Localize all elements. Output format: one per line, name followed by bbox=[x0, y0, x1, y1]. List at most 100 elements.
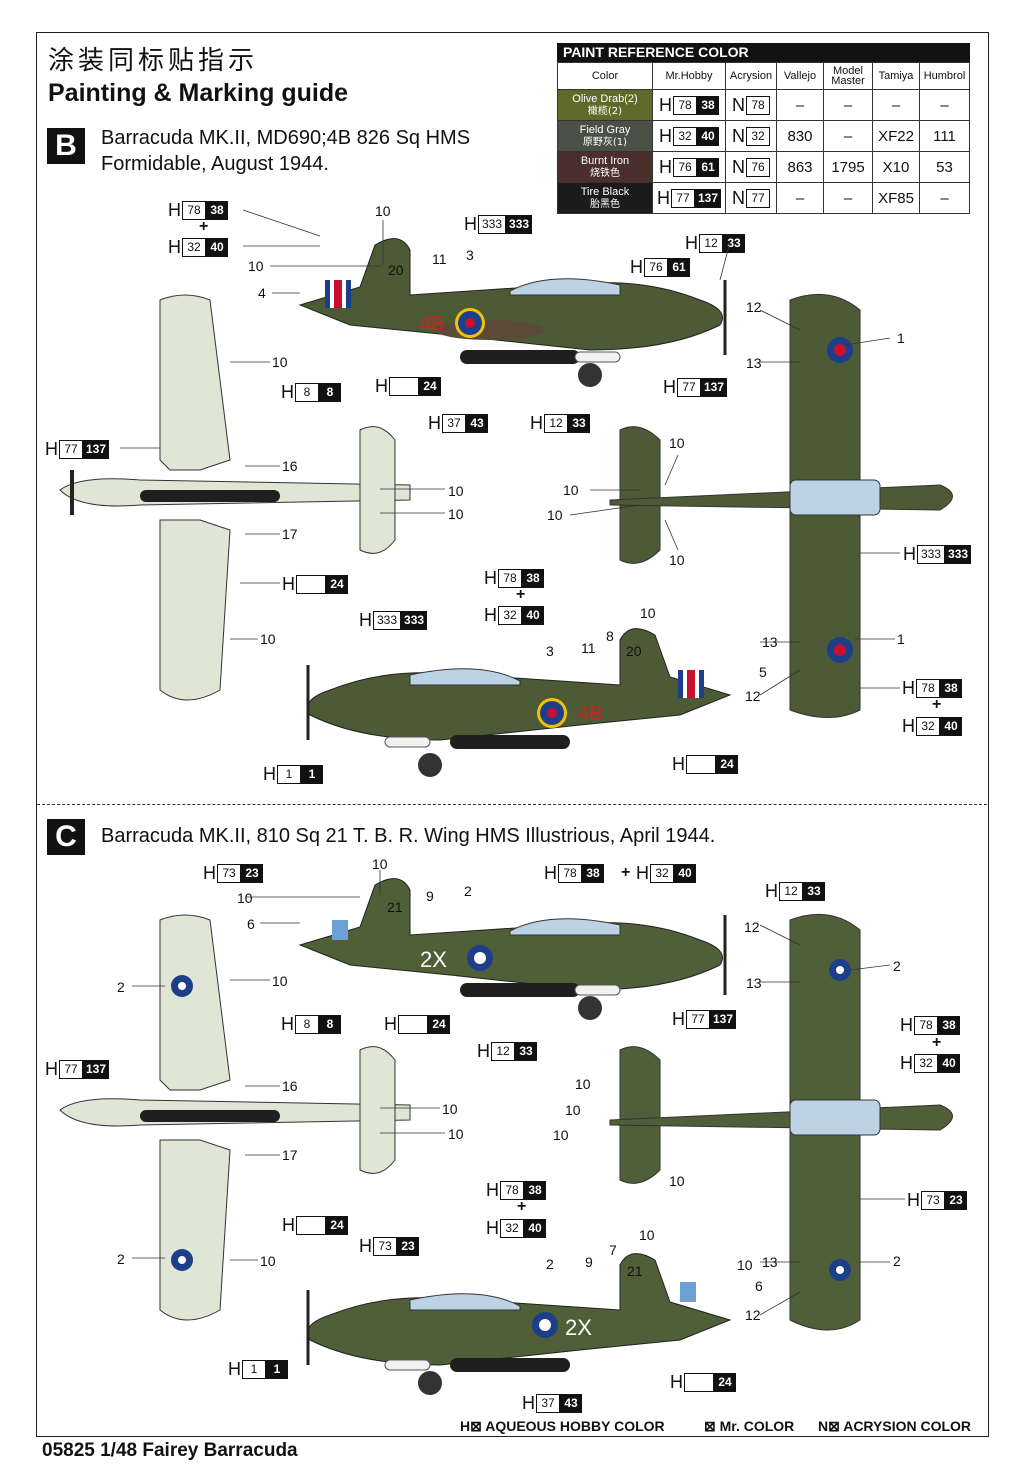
plus-sign: + bbox=[199, 218, 209, 235]
decal-number: 10 bbox=[272, 973, 288, 989]
decal-number: 9 bbox=[585, 1254, 593, 1270]
section-divider bbox=[37, 804, 987, 805]
paint-reference-table: PAINT REFERENCE COLOR Color Mr.Hobby Acr… bbox=[557, 43, 970, 214]
decal-number: 3 bbox=[466, 247, 474, 263]
decal-number: 2 bbox=[546, 1256, 554, 1272]
decal-number: 10 bbox=[640, 605, 656, 621]
decal-number: 2 bbox=[893, 958, 901, 974]
decal-number: 10 bbox=[448, 506, 464, 522]
decal-number: 1 bbox=[897, 330, 905, 346]
decal-number: 10 bbox=[565, 1102, 581, 1118]
decal-number: 2 bbox=[117, 979, 125, 995]
plus-sign: + bbox=[932, 696, 942, 713]
col-acrysion: Acrysion bbox=[725, 62, 777, 90]
legend-acrysion: N⊠ ACRYSION COLOR bbox=[818, 1418, 972, 1434]
decal-number: 10 bbox=[260, 631, 276, 647]
decal-number: 7 bbox=[609, 1242, 617, 1258]
page-frame bbox=[36, 32, 989, 1437]
decal-number: 10 bbox=[260, 1253, 276, 1269]
decal-number: 9 bbox=[426, 888, 434, 904]
decal-number: 3 bbox=[546, 643, 554, 659]
decal-number: 10 bbox=[669, 435, 685, 451]
decal-number: 10 bbox=[553, 1127, 569, 1143]
section-c-description: Barracuda MK.II, 810 Sq 21 T. B. R. Wing… bbox=[101, 825, 716, 847]
title-english: Painting & Marking guide bbox=[48, 79, 349, 107]
decal-number: 11 bbox=[581, 640, 596, 656]
decal-number: 2 bbox=[893, 1253, 901, 1269]
decal-number: 10 bbox=[375, 203, 391, 219]
decal-number: 10 bbox=[575, 1076, 591, 1092]
decal-number: 10 bbox=[248, 258, 264, 274]
decal-number: 10 bbox=[737, 1257, 753, 1273]
title-chinese: 涂装同标贴指示 bbox=[48, 46, 259, 76]
decal-number: 21 bbox=[627, 1263, 643, 1279]
col-tamiya: Tamiya bbox=[872, 62, 920, 90]
b-code-letters: 4B bbox=[420, 313, 444, 335]
paint-table-title: PAINT REFERENCE COLOR bbox=[557, 43, 970, 62]
c-underside-view bbox=[59, 914, 411, 1321]
plus-sign: + bbox=[517, 1198, 527, 1215]
decal-number: 10 bbox=[442, 1101, 458, 1117]
section-b-description: Barracuda MK.II, MD690;4B 826 Sq HMS For… bbox=[101, 127, 471, 175]
decal-number: 17 bbox=[282, 526, 298, 542]
decal-number: 10 bbox=[669, 552, 685, 568]
c-upper-view bbox=[609, 913, 953, 1331]
decal-number: 21 bbox=[387, 899, 403, 915]
decal-number: 10 bbox=[272, 354, 288, 370]
col-humbrol: Humbrol bbox=[919, 62, 970, 90]
c-code-letters-port: 2X bbox=[565, 1315, 592, 1340]
decal-number: 12 bbox=[745, 1307, 761, 1323]
section-b-badge: B bbox=[47, 128, 85, 164]
decal-number: 6 bbox=[247, 916, 255, 932]
decal-number: 10 bbox=[237, 890, 253, 906]
c-code-letters: 2X bbox=[420, 947, 447, 972]
b-underside-view bbox=[59, 294, 411, 701]
decal-number: 16 bbox=[282, 1078, 298, 1094]
decal-number: 17 bbox=[282, 1147, 298, 1163]
decal-number: 4 bbox=[258, 285, 266, 301]
legend-aqueous: H⊠ AQUEOUS HOBBY COLOR bbox=[460, 1418, 665, 1434]
decal-number: 13 bbox=[746, 975, 762, 991]
decal-number: 10 bbox=[669, 1173, 685, 1189]
footer-product-code: 05825 1/48 Fairey Barracuda bbox=[42, 1440, 298, 1461]
b-upper-view bbox=[609, 293, 953, 718]
decal-number: 10 bbox=[547, 507, 563, 523]
decal-number: 16 bbox=[282, 458, 298, 474]
c-side-view-starboard: 2X bbox=[298, 878, 727, 1020]
paint-table-header-row: Color Mr.Hobby Acrysion Vallejo Model Ma… bbox=[557, 62, 970, 90]
decal-number: 20 bbox=[388, 262, 404, 278]
decal-number: 2 bbox=[117, 1251, 125, 1267]
